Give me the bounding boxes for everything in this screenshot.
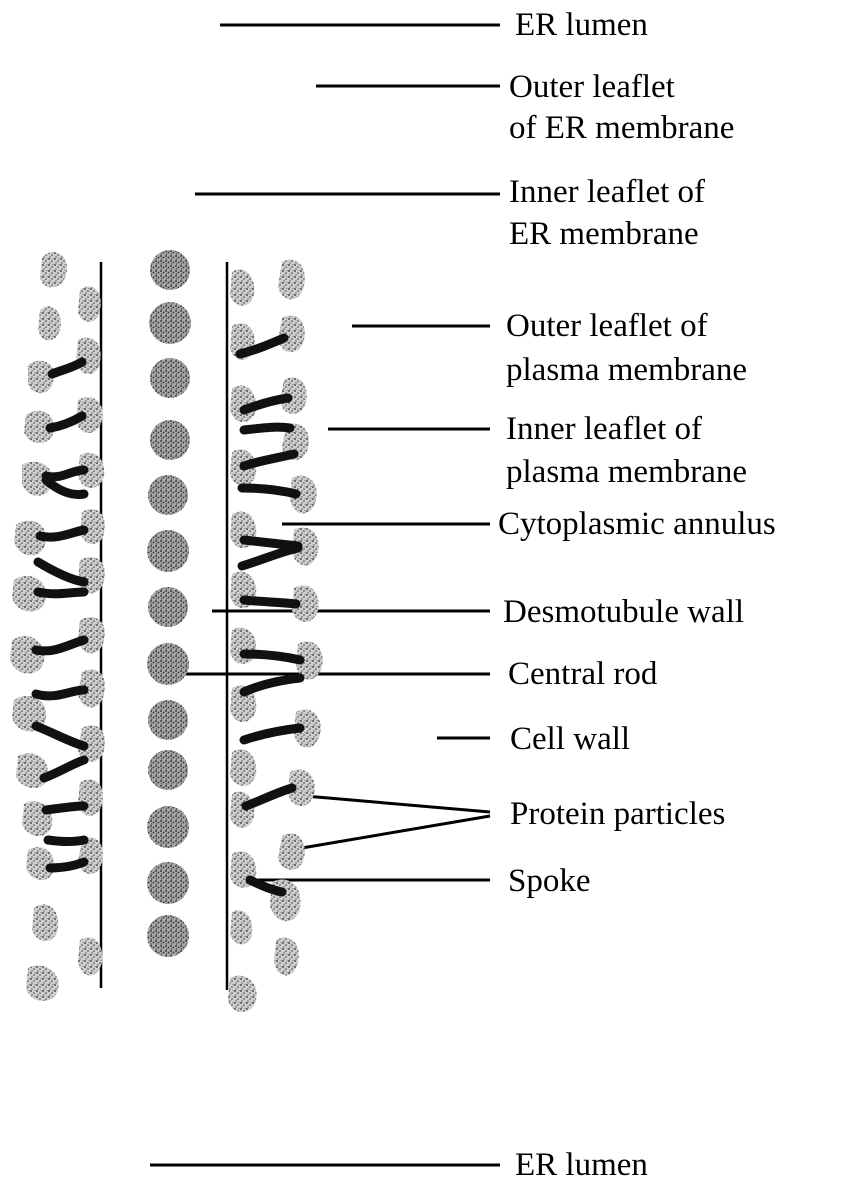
label-cytoplasmic-annulus: Cytoplasmic annulus	[498, 504, 776, 544]
label-outer-leaflet-pm-line1: Outer leaflet of	[506, 306, 708, 346]
label-cell-wall: Cell wall	[510, 719, 630, 759]
label-inner-leaflet-er-line1: Inner leaflet of	[509, 172, 705, 212]
label-outer-leaflet-pm-line2: plasma membrane	[506, 350, 747, 390]
left-wall-particles	[10, 252, 105, 1001]
leader-protein-particles-2	[290, 816, 490, 850]
label-central-rod: Central rod	[508, 654, 657, 694]
label-inner-leaflet-er-line2: ER membrane	[509, 214, 699, 254]
leader-lines	[150, 25, 500, 1165]
label-inner-leaflet-pm-line2: plasma membrane	[506, 452, 747, 492]
label-protein-particles: Protein particles	[510, 794, 725, 834]
right-wall-particles	[228, 259, 323, 1012]
right-spokes	[240, 338, 300, 892]
label-er-lumen-top: ER lumen	[515, 5, 648, 45]
label-outer-leaflet-er-line2: of ER membrane	[509, 108, 734, 148]
label-desmotubule-wall: Desmotubule wall	[503, 592, 744, 632]
label-er-lumen-bottom: ER lumen	[515, 1145, 648, 1185]
label-spoke: Spoke	[508, 861, 591, 901]
desmotubule-particles	[147, 250, 191, 957]
leader-protein-particles-1	[305, 796, 490, 812]
label-inner-leaflet-pm-line1: Inner leaflet of	[506, 409, 702, 449]
label-outer-leaflet-er-line1: Outer leaflet	[509, 67, 675, 107]
